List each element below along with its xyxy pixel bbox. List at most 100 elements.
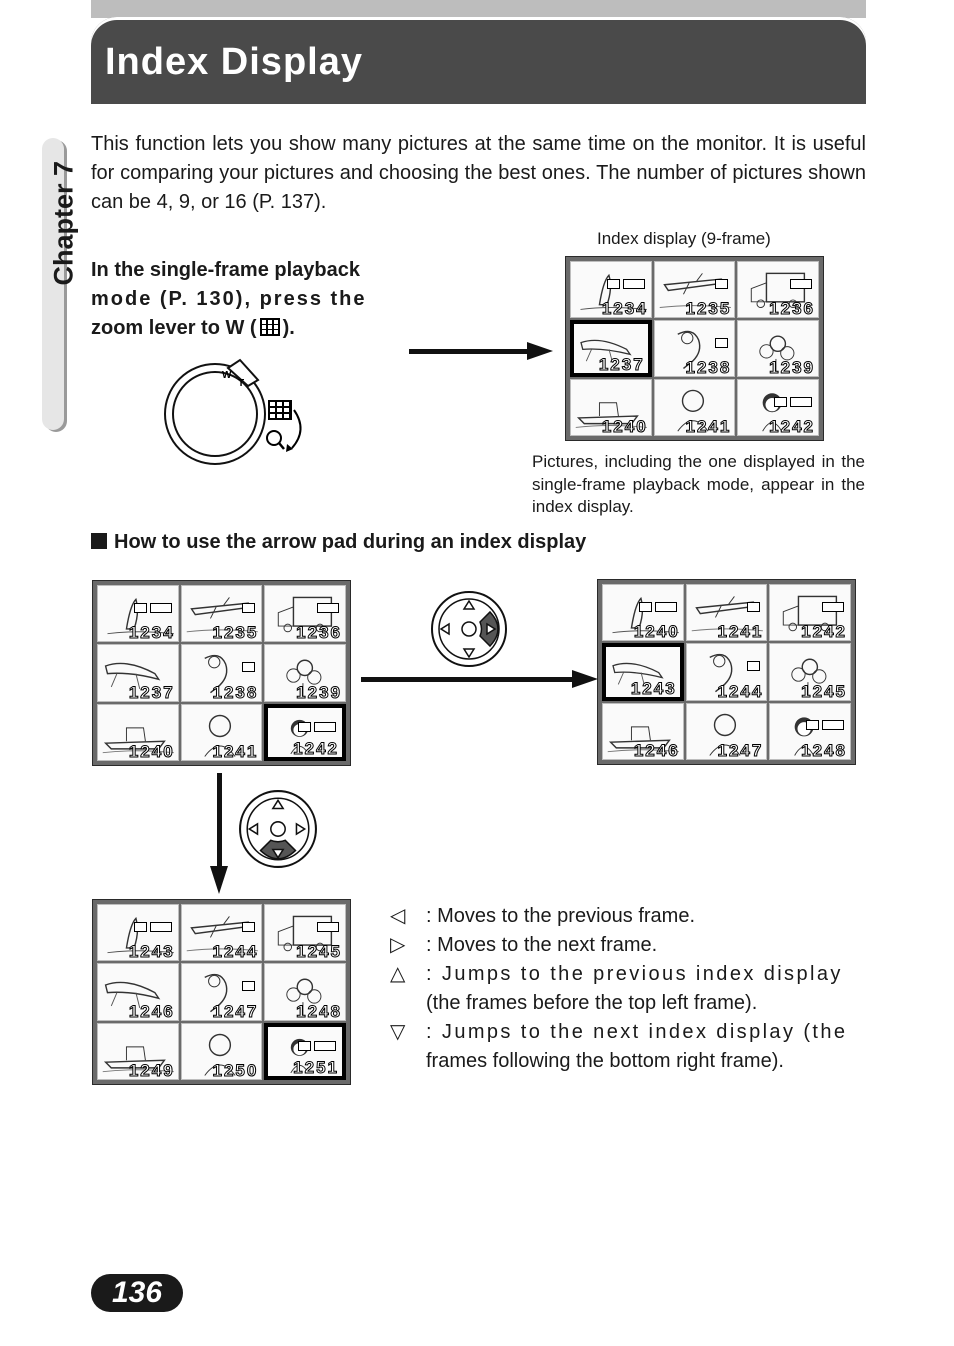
thumbnail[interactable]: 1236 [737, 261, 819, 318]
protect-icon [149, 921, 172, 932]
thumbnail[interactable]: 1244 [685, 643, 768, 701]
header-bar: Index Display [91, 17, 866, 104]
thumbnail[interactable]: 1249 [97, 1022, 179, 1080]
thumbnail[interactable]: 1247 [180, 963, 263, 1021]
thumbnail[interactable]: 1235 [180, 585, 263, 643]
frame-number: 1240 [128, 741, 175, 761]
frame-status-icons [638, 601, 677, 612]
thumbnail-selected[interactable]: 1242 [264, 703, 346, 761]
print-reserve-icon [715, 337, 729, 348]
thumbnail[interactable]: 1246 [602, 702, 684, 760]
protect-icon [654, 601, 677, 612]
thumbnail[interactable]: 1248 [264, 963, 346, 1021]
frame-status-icons [242, 661, 256, 672]
thumbnail-picture [107, 597, 174, 635]
thumbnail[interactable]: 1240 [97, 703, 179, 761]
arrow-right [361, 677, 575, 682]
frame-number: 1238 [212, 682, 259, 702]
protect-icon [316, 921, 339, 932]
print-reserve-icon [242, 980, 256, 991]
thumbnail[interactable]: 1239 [264, 644, 346, 702]
chapter-label: Chapter 7 [48, 160, 79, 286]
frame-status-icons [805, 720, 844, 731]
protect-icon [149, 602, 172, 613]
frame-status-icons [242, 602, 256, 613]
thumbnail[interactable]: 1238 [653, 320, 736, 377]
frame-number: 1245 [296, 942, 342, 962]
right-triangle-icon: ▷ [390, 934, 406, 956]
frame-status-icons [715, 337, 729, 348]
thumbnail-selected[interactable]: 1251 [264, 1022, 346, 1080]
frame-number: 1235 [685, 299, 732, 318]
thumbnail-picture [759, 335, 795, 373]
frame-number: 1241 [717, 622, 764, 642]
thumbnail[interactable]: 1241 [180, 703, 263, 761]
down-triangle-icon: ▽ [390, 1021, 408, 1043]
thumbnail-selected[interactable]: 1243 [602, 643, 684, 701]
thumbnail-picture [580, 339, 632, 363]
frame-status-icons [242, 980, 256, 991]
thumbnail[interactable]: 1242 [737, 379, 819, 436]
frame-number: 1244 [212, 942, 259, 962]
thumbnail[interactable]: 1239 [737, 320, 819, 377]
thumbnail-picture [709, 654, 733, 693]
print-reserve-icon [773, 396, 787, 407]
protect-icon [316, 602, 339, 613]
thumbnail[interactable]: 1240 [602, 584, 684, 642]
thumbnail[interactable]: 1244 [180, 904, 263, 962]
arrow-right-head [572, 670, 598, 688]
thumbnail[interactable]: 1235 [653, 261, 736, 318]
thumbnail[interactable]: 1241 [653, 379, 736, 436]
arrow-pad-legend: ◁: Moves to the previous frame. ▷: Moves… [390, 902, 865, 1076]
thumbnail[interactable]: 1247 [685, 702, 768, 760]
thumbnail[interactable]: 1246 [97, 963, 179, 1021]
instruction: In the single-frame playback mode (P. 13… [91, 256, 397, 343]
thumbnail[interactable]: 1243 [97, 904, 179, 962]
frame-number: 1248 [296, 1001, 342, 1021]
thumbnail-picture [677, 389, 709, 432]
thumbnail[interactable]: 1240 [570, 379, 652, 436]
thumbnail-selected[interactable]: 1237 [570, 320, 652, 377]
thumbnail[interactable]: 1250 [180, 1022, 263, 1080]
arrow-to-index [409, 349, 529, 354]
frame-number: 1239 [296, 682, 342, 702]
section-heading-text: How to use the arrow pad during an index… [114, 531, 587, 553]
frame-number: 1247 [717, 740, 764, 760]
thumbnail[interactable]: 1237 [97, 644, 179, 702]
frame-number: 1236 [769, 299, 815, 318]
thumbnail-picture [204, 655, 228, 694]
thumbnail[interactable]: 1234 [97, 585, 179, 643]
thumbnail[interactable]: 1238 [180, 644, 263, 702]
thumbnail[interactable]: 1245 [264, 904, 346, 962]
thumbnail[interactable]: 1242 [769, 584, 851, 642]
index-icon [268, 400, 292, 420]
frame-status-icons [773, 396, 812, 407]
frame-number: 1235 [212, 623, 259, 643]
frame-status-icons [606, 278, 645, 289]
zoom-w-label: W [222, 370, 232, 381]
thumbnail-picture [612, 663, 664, 687]
frame-number: 1237 [128, 682, 175, 702]
thumbnail[interactable]: 1234 [570, 261, 652, 318]
print-icon [638, 601, 652, 612]
zoom-lever-illustration: W T [164, 358, 302, 465]
chapter-tab [42, 138, 64, 430]
protect-icon [313, 1041, 336, 1052]
up-triangle-icon: △ [390, 963, 408, 985]
legend-down-2: frames following the bottom right frame)… [426, 1050, 784, 1072]
arrow-pad-right-pressed-icon [431, 591, 507, 667]
thumbnail[interactable]: 1241 [685, 584, 768, 642]
frame-number: 1251 [293, 1057, 339, 1077]
thumbnail[interactable]: 1236 [264, 585, 346, 643]
print-reserve-icon [805, 720, 819, 731]
frame-status-icons [715, 278, 729, 289]
zoom-t-label: T [238, 378, 244, 389]
thumbnail-picture [575, 402, 647, 428]
frame-status-icons [821, 601, 844, 612]
frame-number: 1243 [128, 942, 175, 962]
thumbnail[interactable]: 1245 [769, 643, 851, 701]
thumbnail[interactable]: 1248 [769, 702, 851, 760]
arrow-pad-down-pressed-icon [239, 790, 317, 868]
frame-number: 1240 [633, 622, 680, 642]
